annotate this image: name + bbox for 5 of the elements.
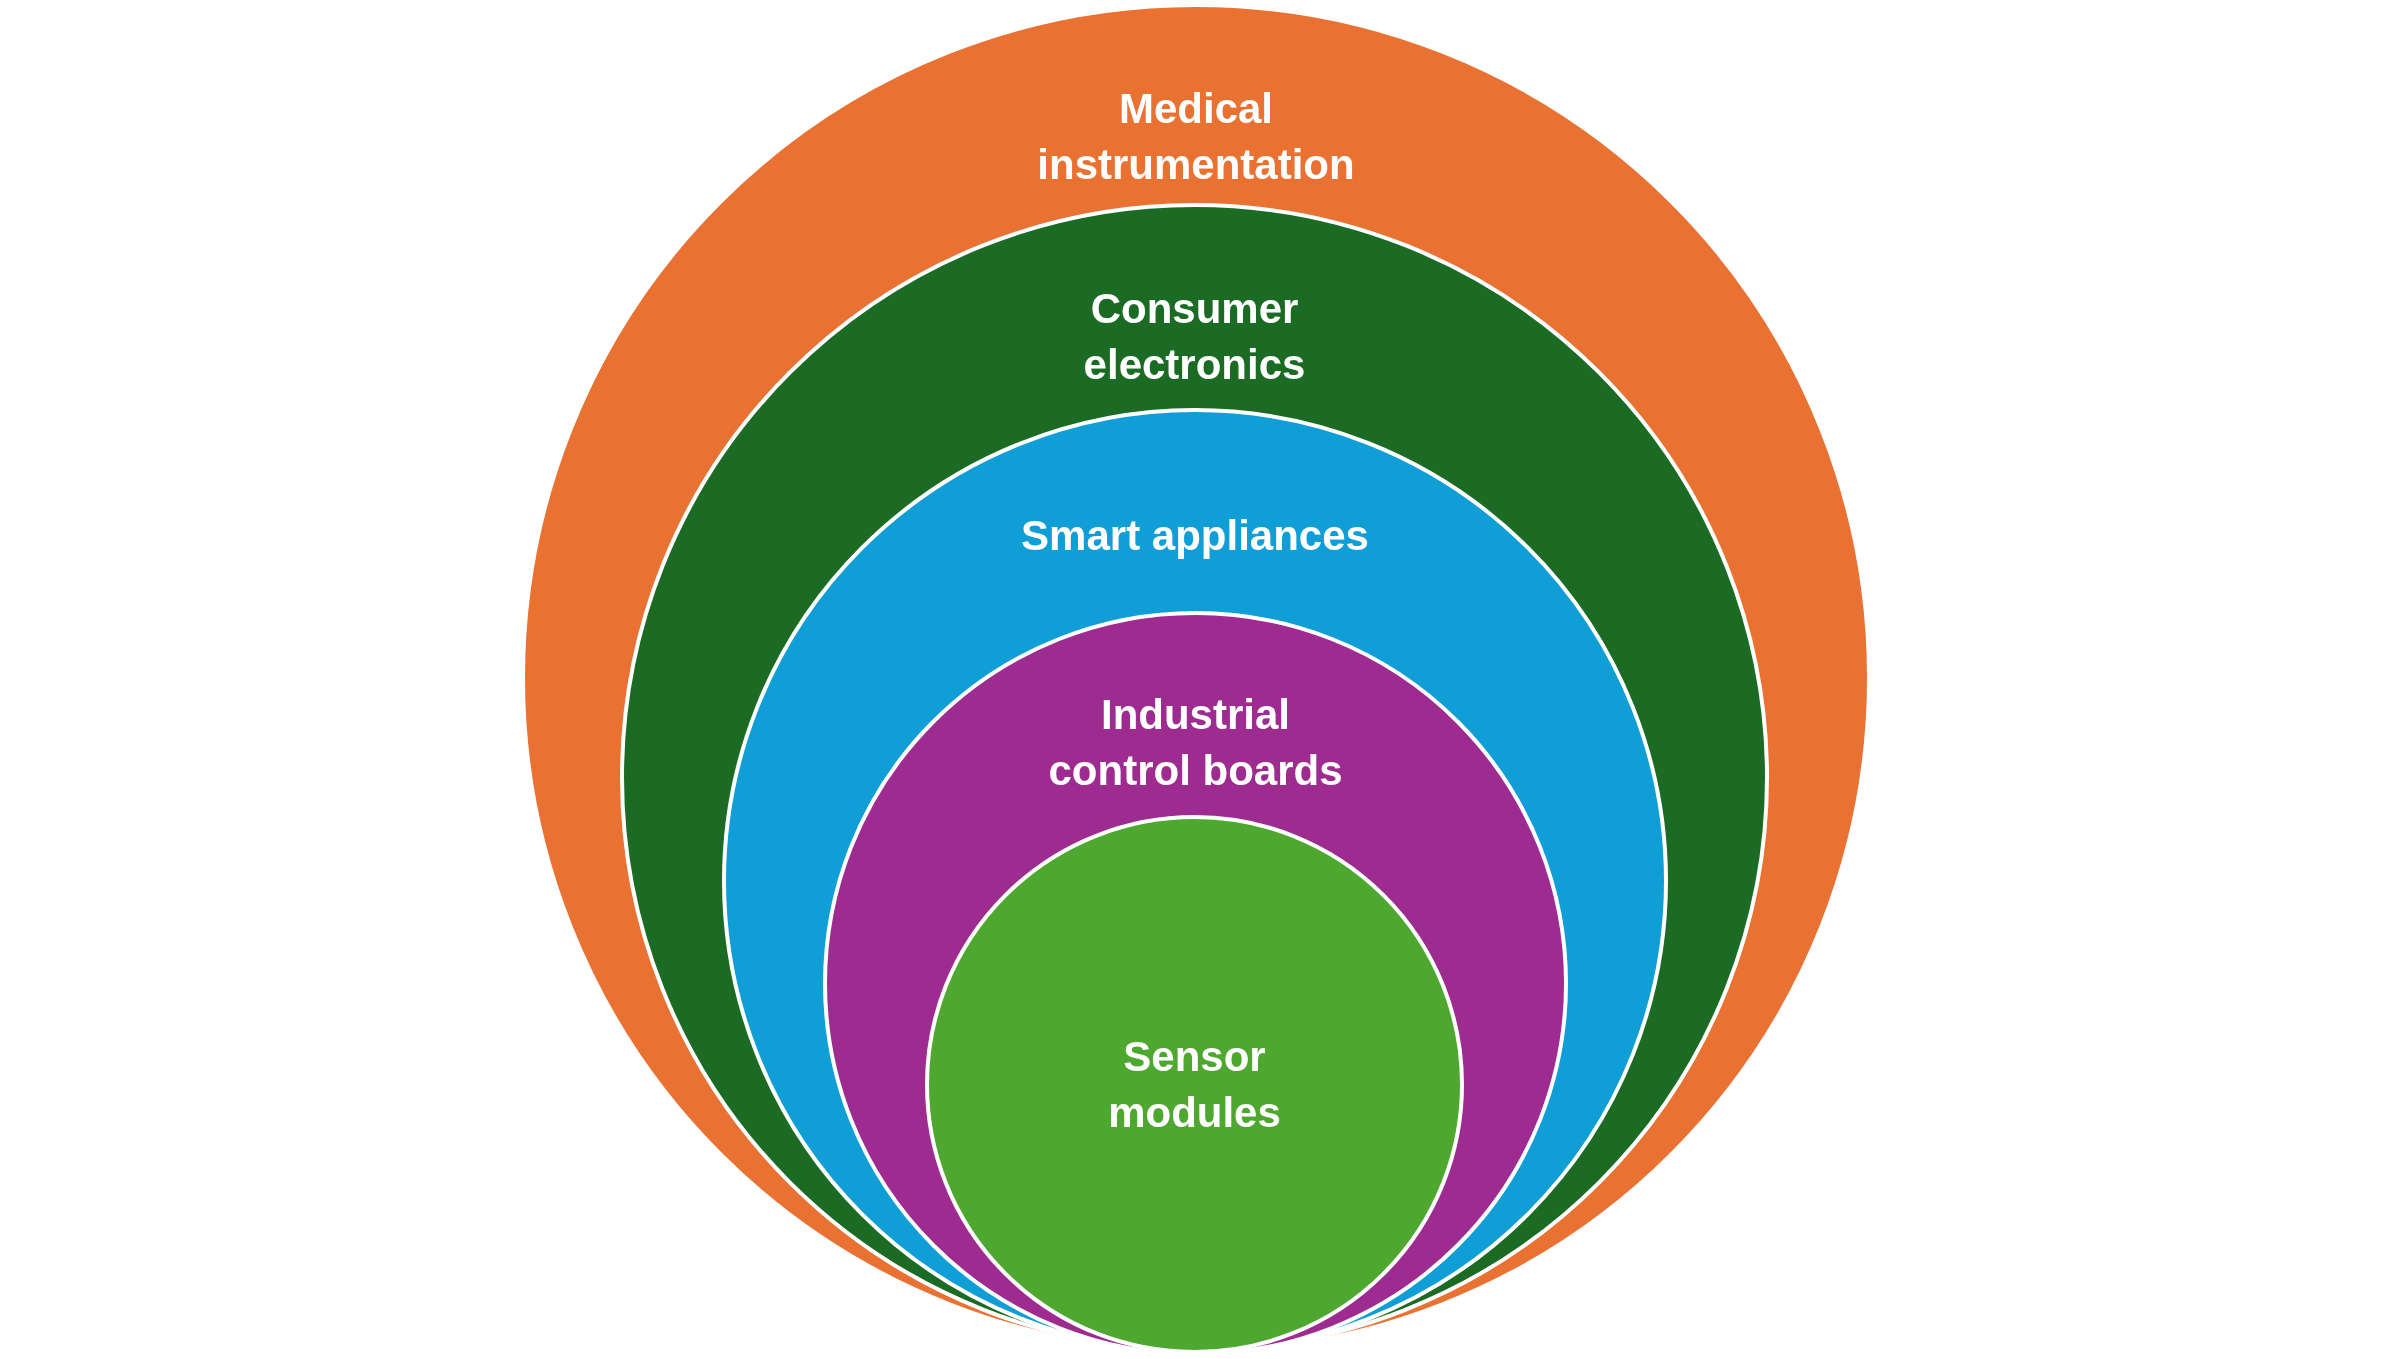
band-label: Consumer electronics bbox=[1082, 284, 1307, 390]
band-label: Sensor modules bbox=[1107, 1031, 1282, 1138]
band-label: Industrial control boards bbox=[1047, 690, 1344, 796]
band-label: Smart appliances bbox=[1020, 511, 1370, 561]
band-label: Medical instrumentation bbox=[1036, 84, 1356, 190]
